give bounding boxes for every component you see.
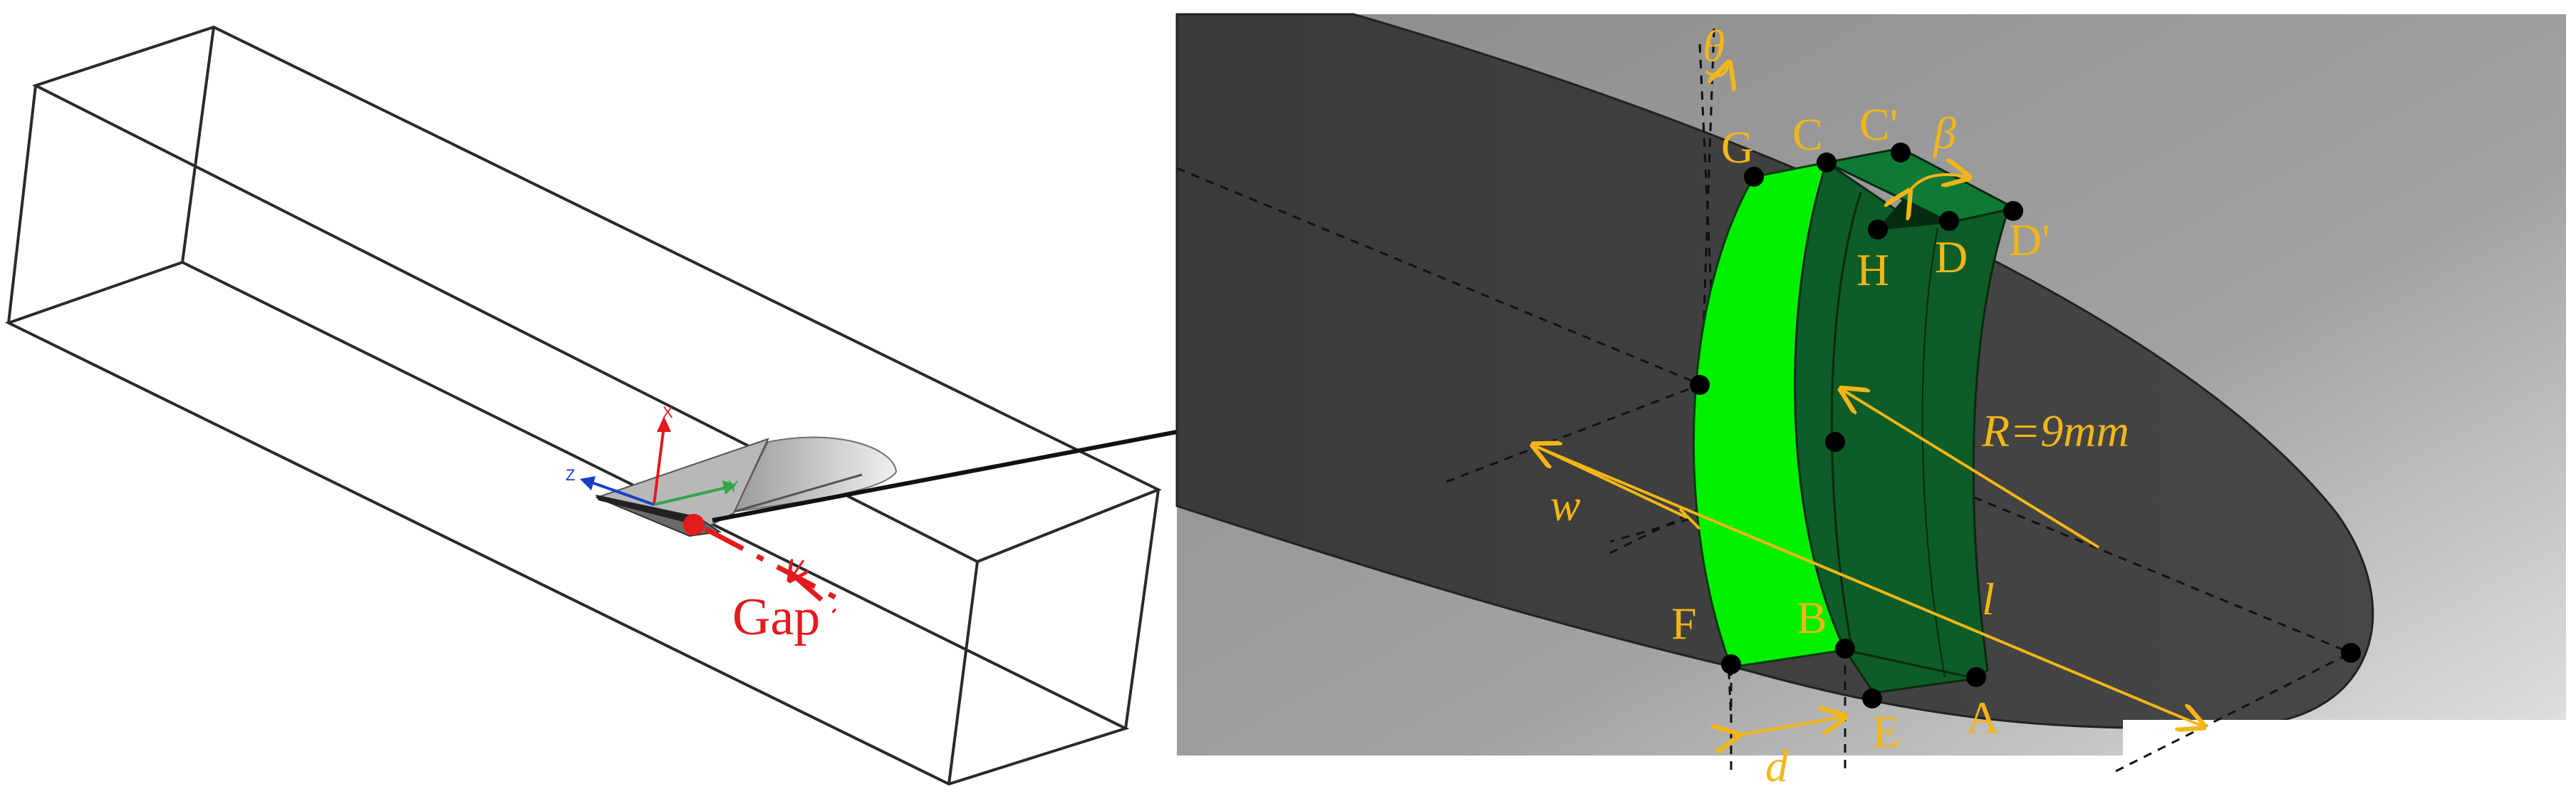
key-points (1690, 143, 2361, 708)
point-F (1721, 654, 1741, 674)
point-labels: G C C' D D' H F B A E θ β w l d R=9mm (1550, 21, 2129, 791)
dim-l-line (1538, 446, 2201, 726)
theta-arc (1704, 66, 1728, 76)
gap-origin-point (683, 514, 705, 535)
point-B (1835, 639, 1855, 659)
attachment-geometry (1693, 147, 2018, 694)
label-D: D (1935, 232, 1968, 282)
point-C (1817, 153, 1837, 172)
zoom-connector-line (712, 430, 1178, 522)
gap-indicator: Gap (683, 514, 842, 646)
point-trailing-edge (2341, 643, 2361, 663)
axis-x-label: X (663, 403, 673, 421)
beta-arc (1908, 175, 1966, 194)
label-B: B (1797, 592, 1827, 643)
label-A: A (1966, 692, 1999, 743)
point-A (1966, 667, 1986, 687)
label-G: G (1721, 122, 1754, 172)
label-d: d (1765, 741, 1789, 791)
label-beta: β (1932, 108, 1956, 158)
point-D-prime (2003, 201, 2023, 221)
axis-z-label: Z (566, 466, 575, 484)
axis-y-label: Y (728, 478, 739, 495)
label-D-prime: D' (2009, 215, 2050, 265)
label-w: w (1550, 480, 1581, 530)
point-C-prime (1891, 143, 1911, 163)
label-C-prime: C' (1859, 99, 1898, 150)
label-l: l (1982, 574, 1995, 624)
right-panel: G C C' D D' H F B A E θ β w l d R=9mm (1175, 13, 2566, 791)
point-H (1868, 220, 1888, 239)
label-theta: θ (1703, 21, 1725, 71)
point-radius-center-1 (1690, 375, 1710, 395)
point-G (1744, 167, 1764, 187)
left-panel: X Y Z Gap (4, 25, 1178, 786)
domain-box-wireframe (4, 25, 1162, 786)
axis-triad: X Y Z (566, 403, 739, 506)
label-E: E (1872, 706, 1900, 757)
point-radius-center-2 (1825, 432, 1845, 452)
label-F: F (1671, 598, 1697, 649)
point-E (1862, 689, 1882, 708)
dimension-annotations (1536, 66, 2201, 736)
dim-d-line (1735, 717, 1842, 736)
point-D (1939, 211, 1959, 231)
fin-model (595, 436, 898, 537)
gap-label: Gap (732, 588, 820, 646)
label-H: H (1856, 244, 1889, 295)
label-C: C (1792, 109, 1823, 160)
dim-r-line (1844, 391, 2100, 549)
label-radius: R=9mm (1981, 406, 2129, 456)
